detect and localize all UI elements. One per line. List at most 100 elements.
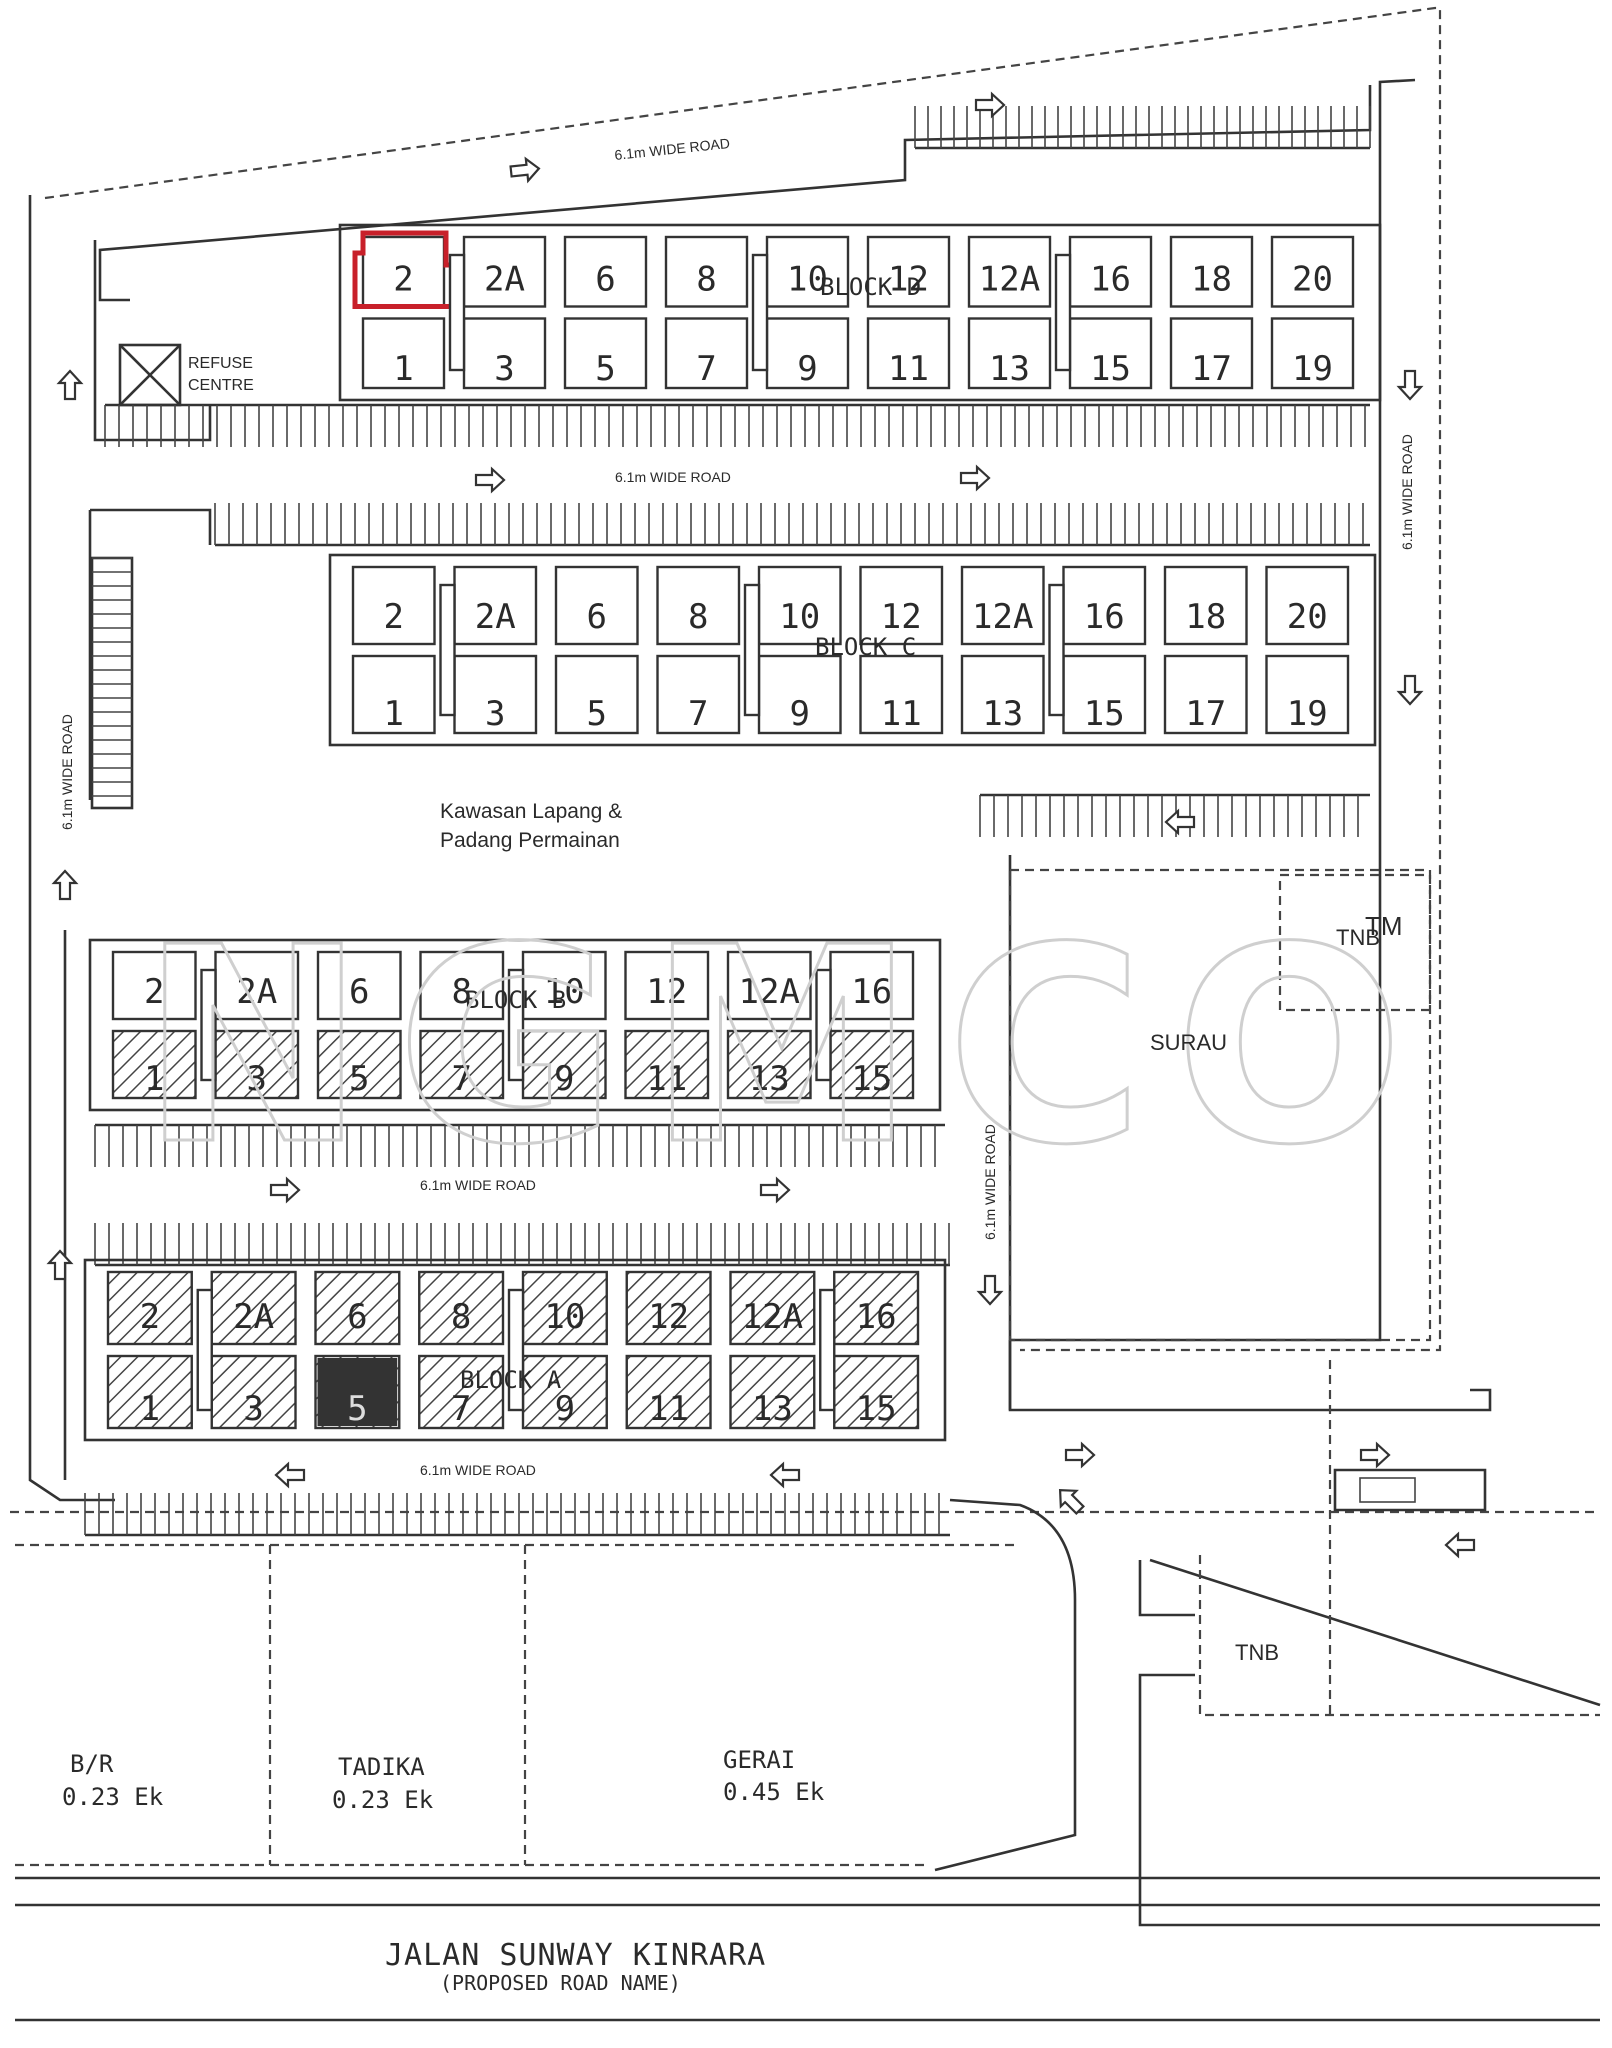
unit-label-top: 2	[393, 260, 413, 300]
lot-br-area: 0.23 Ek	[62, 1783, 164, 1811]
unit-bottom	[521, 1354, 608, 1430]
road-label-b-a: 6.1m WIDE ROAD	[420, 1177, 536, 1193]
unit-label-bottom: 3	[247, 1059, 267, 1099]
unit-label-top: 2	[384, 597, 404, 637]
unit-label-bottom: 9	[555, 1389, 575, 1429]
sold-unit	[317, 1358, 398, 1426]
refuse-centre-label-1: REFUSE	[188, 355, 253, 372]
unit-bottom	[1270, 317, 1355, 390]
unit-top	[111, 950, 197, 1021]
unit-label-top: 6	[587, 597, 607, 637]
street-note: (PROPOSED ROAD NAME)	[440, 1971, 681, 1995]
lot-tadika-area: 0.23 Ek	[332, 1786, 434, 1814]
unit-bottom	[765, 317, 850, 390]
unit-top	[1169, 235, 1254, 308]
unit-label-top: 8	[696, 260, 716, 300]
unit-label-bottom: 17	[1185, 694, 1226, 734]
lot-tadika-name: TADIKA	[338, 1753, 425, 1781]
unit-bottom	[111, 1029, 197, 1100]
unit-top	[106, 1270, 193, 1346]
unit-bottom	[554, 654, 639, 735]
unit-top	[729, 1270, 816, 1346]
road-label-d-c: 6.1m WIDE ROAD	[615, 469, 731, 485]
unit-top	[554, 565, 639, 646]
unit-top	[1068, 235, 1153, 308]
unit-top	[453, 565, 538, 646]
traffic-arrows	[46, 91, 1476, 1559]
unit-label-top: 18	[1191, 260, 1232, 300]
lot-br-name: B/R	[70, 1750, 114, 1778]
unit-label-bottom: 3	[485, 694, 505, 734]
unit-top	[1265, 565, 1350, 646]
unit-label-bottom: 5	[587, 694, 607, 734]
unit-label-bottom: 15	[1084, 694, 1125, 734]
site-boundary	[10, 6, 1600, 1514]
unit-top	[316, 950, 402, 1021]
unit-label-top: 20	[1292, 260, 1333, 300]
unit-label-top: 12	[888, 260, 929, 300]
unit-top	[314, 1270, 401, 1346]
unit-label-bottom: 19	[1287, 694, 1328, 734]
unit-bottom	[726, 1029, 812, 1100]
unit-label-top: 8	[452, 972, 472, 1012]
unit-bottom	[351, 654, 436, 735]
unit-label-bottom: 1	[140, 1389, 160, 1429]
unit-label-bottom: 9	[554, 1059, 574, 1099]
unit-bottom	[453, 654, 538, 735]
tnb-label-top: TNB	[1336, 925, 1380, 950]
block-name: BLOCK A	[460, 1366, 562, 1394]
unit-top	[624, 950, 710, 1021]
unit-label-bottom: 11	[881, 694, 922, 734]
arrow-icon	[1444, 1531, 1476, 1559]
unit-label-bottom: 19	[1292, 349, 1333, 389]
unit-label-top: 10	[544, 972, 585, 1012]
unit-top	[418, 1270, 505, 1346]
unit-label-bottom: 13	[982, 694, 1023, 734]
unit-label-top: 10	[544, 1297, 585, 1337]
open-space-label-1: Kawasan Lapang &	[440, 800, 622, 823]
watermark: NGMCO	[140, 889, 1434, 1204]
unit-bottom	[625, 1354, 712, 1430]
unit-label-bottom: 1	[384, 694, 404, 734]
unit-bottom	[729, 1354, 816, 1430]
unit-label-bottom: 15	[851, 1059, 892, 1099]
tnb-label-bottom: TNB	[1235, 1640, 1279, 1665]
unit-top	[351, 565, 436, 646]
arrow-icon	[1359, 1441, 1391, 1469]
unit-bottom	[1068, 317, 1153, 390]
unit-label-top: 2A	[475, 597, 516, 637]
unit-label-bottom: 11	[646, 1059, 687, 1099]
unit-bottom	[664, 317, 749, 390]
unit-label-bottom: 11	[648, 1389, 689, 1429]
unit-top	[214, 950, 300, 1021]
open-space-label-2: Padang Permainan	[440, 829, 620, 852]
unit-top	[859, 565, 944, 646]
refuse-centre	[118, 343, 182, 407]
unit-label-bottom: 7	[696, 349, 716, 389]
unit-label-top: 2A	[233, 1297, 274, 1337]
unit-label-bottom: 5	[349, 1059, 369, 1099]
unit-label-top: 8	[688, 597, 708, 637]
unit-label-top: 12A	[739, 972, 800, 1012]
arrow-icon	[1064, 1441, 1096, 1469]
arrow-icon	[474, 466, 506, 494]
unit-top	[625, 1270, 712, 1346]
unit-label-top: 10	[787, 260, 828, 300]
unit-label-bottom: 7	[688, 694, 708, 734]
unit-label-bottom: 15	[856, 1389, 897, 1429]
unit-label-bottom: 11	[888, 349, 929, 389]
unit-top	[462, 235, 547, 308]
watermark-tm: TM	[1365, 911, 1403, 941]
unit-label-top: 8	[451, 1297, 471, 1337]
arrow-icon	[1164, 808, 1196, 836]
unit-top	[563, 235, 648, 308]
unit-bottom	[1169, 317, 1254, 390]
refuse-centre-label-2: CENTRE	[188, 377, 254, 394]
arrow-icon	[46, 1249, 74, 1281]
road-label-a-bottom: 6.1m WIDE ROAD	[420, 1462, 536, 1478]
unit-bottom	[859, 654, 944, 735]
